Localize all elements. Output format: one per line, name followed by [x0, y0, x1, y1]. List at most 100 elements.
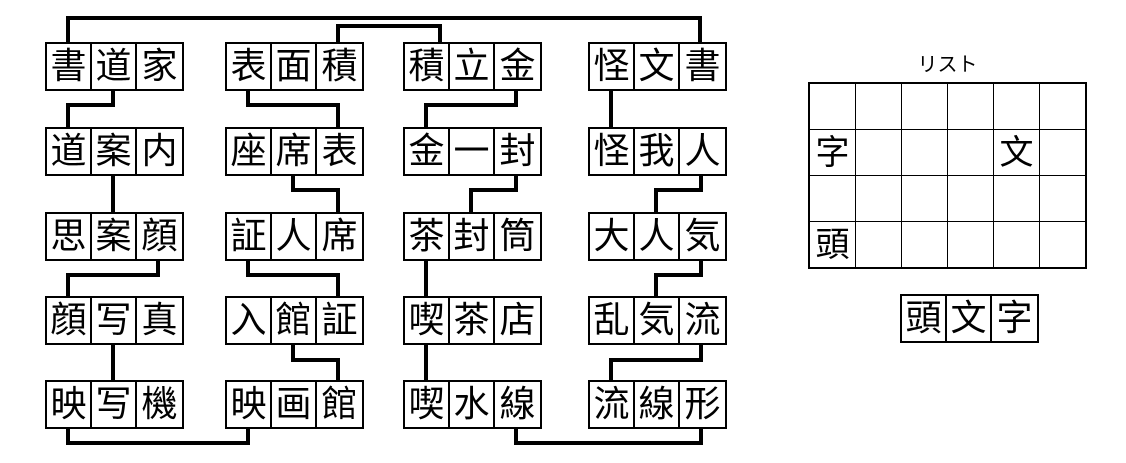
word-cell: 一	[450, 129, 495, 174]
chain-connector	[291, 172, 340, 212]
list-grid-cell[interactable]	[1039, 175, 1087, 222]
word-cell: 封	[499, 130, 536, 172]
word-cell: 乱	[590, 298, 635, 343]
word-cell: 金	[499, 45, 536, 87]
word-cell: 顔	[47, 298, 92, 343]
word-box: 映画館	[225, 380, 364, 429]
word-cell: 人	[635, 214, 680, 259]
word-cell: 証	[227, 214, 272, 259]
list-grid-cell[interactable]	[901, 129, 948, 176]
list-grid-cell[interactable]	[947, 129, 994, 176]
word-box: 道案内	[45, 127, 184, 176]
list-grid-cell[interactable]	[855, 175, 902, 222]
word-cell: 茶	[405, 214, 450, 259]
word-cell: 画	[272, 382, 317, 427]
word-box: 喫水線	[403, 380, 542, 429]
list-grid-cell[interactable]	[993, 82, 1040, 130]
word-cell: 封	[450, 214, 495, 259]
list-grid-cell[interactable]	[855, 129, 902, 176]
word-cell: 怪	[590, 44, 635, 89]
list-grid-cell[interactable]: 頭	[808, 221, 856, 269]
word-cell: 席	[321, 215, 358, 257]
word-cell: 店	[499, 299, 536, 341]
list-grid-cell[interactable]	[947, 82, 994, 130]
word-box: 大人気	[588, 212, 727, 261]
answer-word-box: 頭文字	[900, 294, 1039, 343]
word-cell: 書	[47, 44, 92, 89]
word-box: 怪文書	[588, 42, 727, 91]
word-cell: 館	[272, 298, 317, 343]
list-grid-cell[interactable]: 文	[993, 129, 1040, 176]
word-cell: 映	[47, 382, 92, 427]
word-box: 怪我人	[588, 127, 727, 176]
word-cell: 怪	[590, 129, 635, 174]
word-box: 金一封	[403, 127, 542, 176]
word-cell: 映	[227, 382, 272, 427]
chain-connector	[246, 87, 340, 127]
word-cell: 写	[92, 382, 137, 427]
word-cell: 案	[92, 129, 137, 174]
word-cell: 喫	[405, 298, 450, 343]
word-cell: 思	[47, 214, 92, 259]
word-box: 積立金	[403, 42, 542, 91]
list-grid-cell[interactable]	[901, 221, 948, 269]
word-cell: 筒	[499, 215, 536, 257]
chain-connector	[66, 16, 702, 42]
word-cell: 面	[272, 44, 317, 89]
list-grid-cell[interactable]	[993, 175, 1040, 222]
list-grid-cell[interactable]	[808, 82, 856, 130]
word-cell: 立	[450, 44, 495, 89]
word-box: 入館証	[225, 296, 364, 345]
word-cell: 気	[635, 298, 680, 343]
word-cell: 館	[321, 383, 358, 425]
list-grid-cell[interactable]	[947, 175, 994, 222]
word-box: 乱気流	[588, 296, 727, 345]
list-grid-cell[interactable]	[901, 82, 948, 130]
chain-connector	[654, 172, 703, 212]
word-box: 表面積	[225, 42, 364, 91]
word-box: 書道家	[45, 42, 184, 91]
answer-word-cell: 文	[947, 296, 992, 341]
word-cell: 流	[590, 382, 635, 427]
list-grid-cell[interactable]	[947, 221, 994, 269]
word-box: 証人席	[225, 212, 364, 261]
word-cell: 機	[141, 383, 178, 425]
word-cell: 道	[92, 44, 137, 89]
chain-connector	[66, 257, 160, 296]
answer-word-cell: 字	[996, 297, 1033, 339]
word-cell: 席	[272, 129, 317, 174]
word-box: 茶封筒	[403, 212, 542, 261]
word-box: 喫茶店	[403, 296, 542, 345]
list-grid-cell[interactable]	[901, 175, 948, 222]
list-grid-row	[808, 82, 1087, 130]
word-cell: 真	[141, 299, 178, 341]
word-box: 流線形	[588, 380, 727, 429]
word-cell: 内	[141, 130, 178, 172]
word-cell: 案	[92, 214, 137, 259]
word-cell: 人	[272, 214, 317, 259]
word-cell: 茶	[450, 298, 495, 343]
list-grid-cell[interactable]	[993, 221, 1040, 269]
chain-connector	[336, 24, 442, 42]
word-cell: 文	[635, 44, 680, 89]
word-cell: 線	[499, 383, 536, 425]
list-grid-row: 頭	[808, 221, 1087, 269]
list-grid-cell[interactable]	[1039, 82, 1087, 130]
word-cell: 喫	[405, 382, 450, 427]
list-grid-cell[interactable]	[1039, 221, 1087, 269]
chain-connector	[654, 257, 703, 296]
list-grid-cell[interactable]: 字	[808, 129, 856, 176]
word-cell: 流	[684, 299, 721, 341]
list-grid-cell[interactable]	[1039, 129, 1087, 176]
list-grid-table[interactable]: 字 文頭	[808, 82, 1087, 269]
list-grid-cell[interactable]	[855, 82, 902, 130]
list-grid-cell[interactable]	[855, 221, 902, 269]
word-cell: 書	[684, 45, 721, 87]
word-box: 思案顔	[45, 212, 184, 261]
list-grid-panel: リスト 字文頭	[808, 52, 1087, 269]
chain-connector	[469, 172, 518, 212]
word-cell: 座	[227, 129, 272, 174]
list-grid-cell[interactable]	[808, 175, 856, 222]
word-cell: 積	[321, 45, 358, 87]
